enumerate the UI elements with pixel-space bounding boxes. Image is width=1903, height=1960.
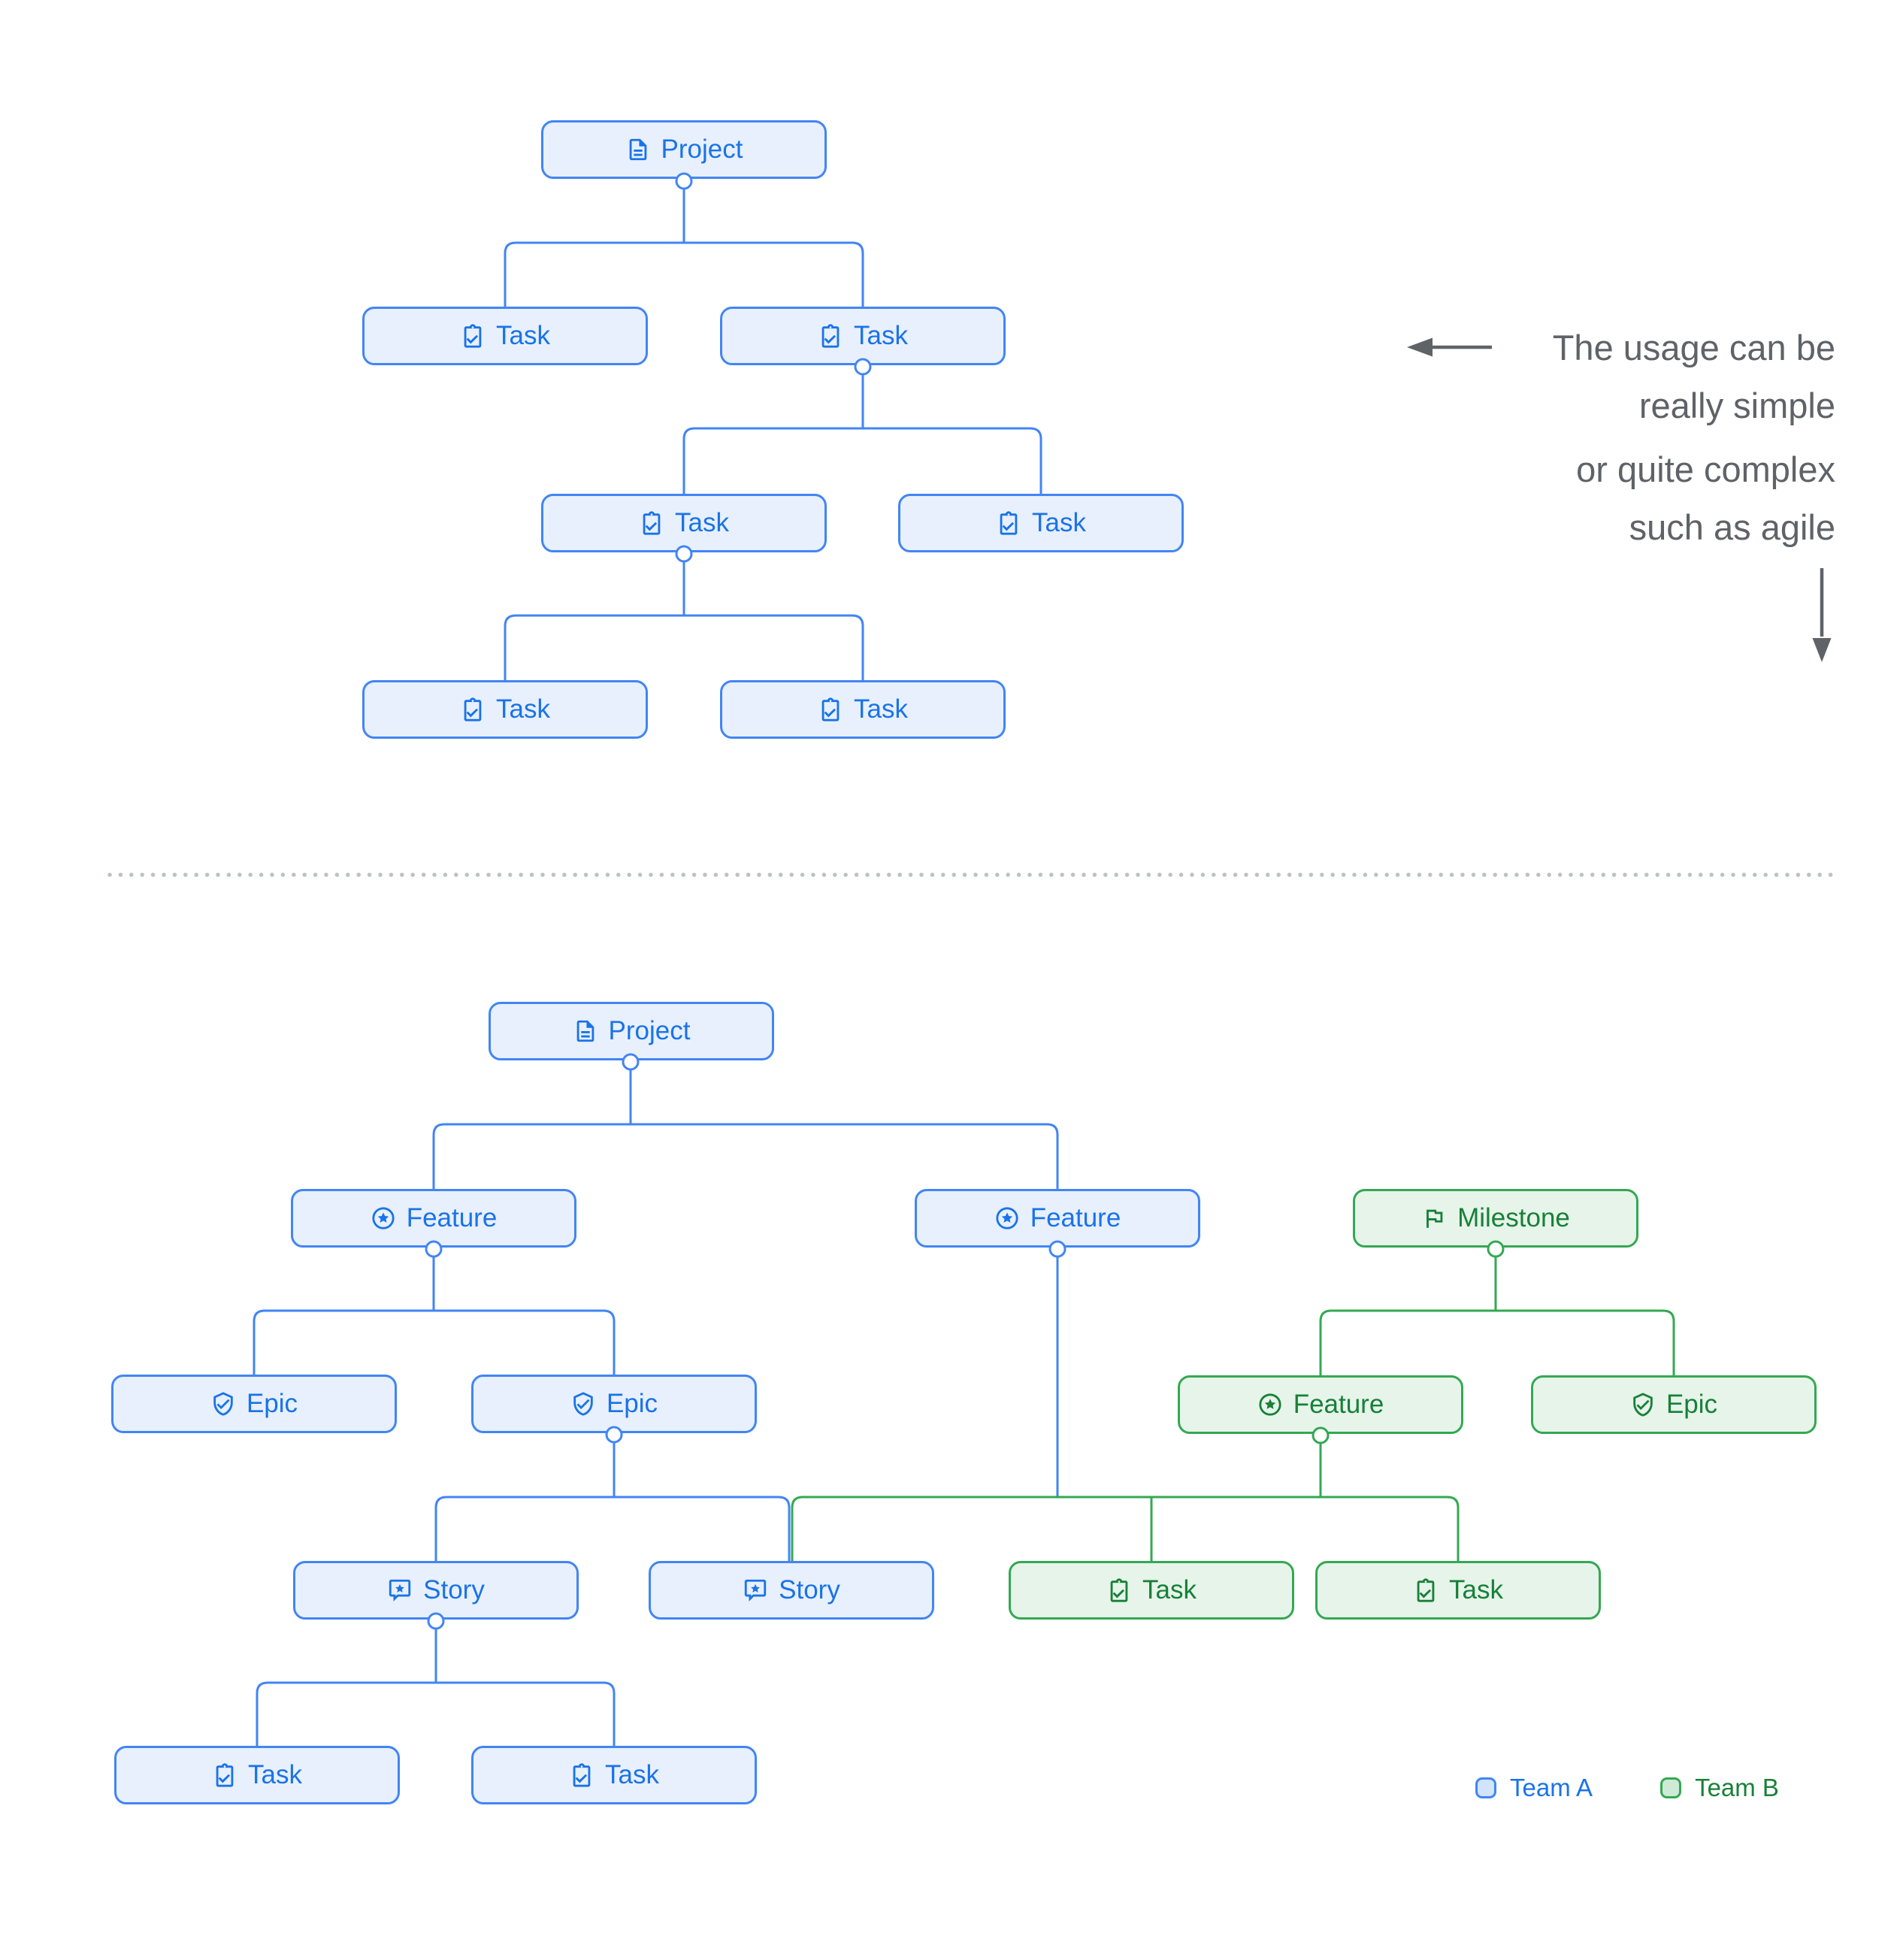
node-task-1: Task (362, 307, 648, 365)
connector-task2-children (682, 375, 1042, 494)
legend-item-team-b: Team B (1660, 1774, 1779, 1802)
down-arrow (1812, 568, 1832, 662)
team-b-swatch (1660, 1777, 1682, 1798)
star-circle-icon (1259, 1393, 1281, 1416)
node-label: Epic (246, 1389, 298, 1418)
node-feature-1: Feature (291, 1189, 576, 1248)
node-label: Task (1032, 508, 1086, 537)
connector-project-tasks (504, 189, 864, 307)
annotation-text: The usage can be really simple or quite … (1414, 319, 1835, 556)
node-epic-3: Epic (1531, 1375, 1817, 1434)
node-label: Task (496, 321, 550, 350)
clipboard-check-icon (643, 511, 661, 535)
annotation-line: or quite complex (1576, 449, 1835, 489)
clipboard-check-icon (1110, 1578, 1128, 1602)
node-label: Project (661, 135, 743, 164)
node-label: Feature (1293, 1390, 1384, 1419)
node-label: Story (779, 1575, 840, 1605)
clipboard-check-icon (1417, 1578, 1435, 1602)
node-label: Task (1142, 1575, 1197, 1605)
node-task-a1: Task (114, 1746, 400, 1804)
node-label: Milestone (1457, 1203, 1570, 1233)
node-label: Project (608, 1016, 691, 1045)
node-label: Story (423, 1575, 485, 1605)
node-project-simple: Project (541, 120, 827, 179)
connector-story1-tasks (256, 1629, 616, 1746)
shield-check-icon (573, 1392, 593, 1416)
document-icon (576, 1020, 594, 1042)
node-label: Task (854, 694, 908, 724)
node-feature-2: Feature (915, 1189, 1200, 1248)
node-task-5: Task (362, 680, 648, 739)
annotation-line: really simple (1638, 386, 1835, 425)
clipboard-check-icon (464, 324, 482, 348)
connector-task3-children (504, 562, 864, 680)
clipboard-check-icon (216, 1763, 234, 1787)
node-task-4: Task (898, 494, 1184, 552)
node-label: Feature (406, 1203, 498, 1233)
node-story-2: Story (649, 1561, 934, 1620)
node-task-g1: Task (1009, 1561, 1294, 1620)
clipboard-check-icon (1000, 511, 1018, 535)
node-label: Feature (1030, 1203, 1121, 1233)
chat-star-icon (744, 1579, 767, 1602)
node-task-g2: Task (1315, 1561, 1601, 1620)
node-epic-1: Epic (111, 1375, 397, 1433)
shield-check-icon (213, 1392, 233, 1416)
legend-item-team-a: Team A (1475, 1774, 1593, 1802)
node-label: Task (854, 321, 908, 350)
shield-check-icon (1633, 1393, 1653, 1417)
node-epic-2: Epic (471, 1375, 757, 1433)
clipboard-check-icon (573, 1763, 591, 1787)
node-story-1: Story (293, 1561, 579, 1620)
chat-star-icon (389, 1579, 411, 1602)
node-project-agile: Project (489, 1002, 774, 1060)
node-label: Task (248, 1760, 302, 1789)
legend-label: Team A (1510, 1774, 1593, 1801)
annotation-line: The usage can be (1552, 328, 1835, 368)
connector-project2-features (432, 1070, 1059, 1189)
node-label: Task (496, 694, 550, 724)
clipboard-check-icon (821, 697, 840, 721)
team-a-swatch (1475, 1777, 1496, 1798)
connector-epic2-stories (434, 1443, 791, 1561)
star-circle-icon (372, 1207, 395, 1230)
node-label: Task (1449, 1575, 1503, 1605)
star-circle-icon (996, 1207, 1018, 1230)
node-feature-3: Feature (1178, 1375, 1463, 1434)
legend-label: Team B (1695, 1774, 1779, 1801)
legend: Team A Team B (1475, 1774, 1779, 1802)
node-label: Epic (1666, 1390, 1718, 1419)
node-task-6: Task (720, 680, 1006, 739)
connector-milestone-children (1319, 1257, 1675, 1375)
node-task-a2: Task (471, 1746, 757, 1804)
annotation-line: such as agile (1629, 507, 1835, 547)
node-task-2: Task (720, 307, 1006, 365)
node-label: Task (605, 1760, 659, 1789)
node-label: Task (675, 508, 729, 537)
node-label: Epic (606, 1389, 658, 1418)
connector-shared-rail (791, 1444, 1460, 1561)
flag-icon (1426, 1209, 1443, 1228)
clipboard-check-icon (464, 697, 482, 721)
clipboard-check-icon (821, 324, 840, 348)
node-task-3: Task (541, 494, 827, 552)
node-milestone: Milestone (1353, 1189, 1638, 1248)
document-icon (629, 138, 646, 161)
connector-feature1-epics (253, 1257, 616, 1375)
